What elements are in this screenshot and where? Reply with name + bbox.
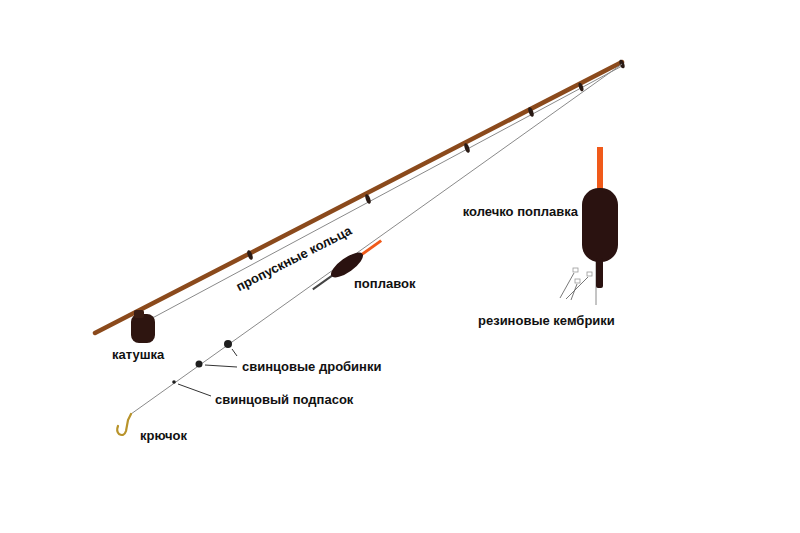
rubber-tube bbox=[575, 279, 580, 283]
guide-ring bbox=[578, 82, 585, 92]
float-body bbox=[582, 188, 618, 262]
guide-ring bbox=[463, 143, 471, 154]
leader-line bbox=[560, 273, 574, 298]
part-label: поплавок bbox=[354, 276, 415, 291]
leader-line bbox=[232, 349, 237, 356]
reel-foot bbox=[134, 310, 144, 318]
guide-rings bbox=[246, 59, 625, 260]
part-label: свинцовые дробинки bbox=[242, 359, 381, 374]
part-label: колечко поплавка bbox=[463, 204, 578, 219]
guide-ring bbox=[527, 107, 535, 118]
fishing-line bbox=[131, 64, 622, 414]
part-label: крючок bbox=[140, 428, 187, 443]
float-antenna bbox=[597, 147, 603, 195]
leader-line bbox=[566, 277, 588, 299]
reel-line bbox=[145, 66, 622, 322]
rod bbox=[95, 62, 622, 333]
rubber-tube bbox=[573, 268, 578, 272]
float-keel bbox=[596, 258, 603, 288]
reel-body bbox=[131, 314, 155, 343]
leader-line bbox=[571, 284, 577, 300]
reel bbox=[131, 310, 155, 343]
rubber-tube bbox=[587, 272, 592, 276]
guide-ring bbox=[246, 250, 254, 261]
lead-shot bbox=[224, 340, 232, 348]
part-label: свинцовый подпасок bbox=[215, 392, 353, 407]
part-label: катушка bbox=[112, 347, 164, 362]
leader-line bbox=[205, 365, 237, 367]
lead-shot bbox=[196, 361, 203, 368]
leader-line bbox=[178, 384, 211, 396]
guide-ring bbox=[364, 194, 372, 205]
hook bbox=[117, 414, 131, 435]
lead-sinker bbox=[172, 380, 176, 384]
part-label: резиновые кембрики bbox=[478, 313, 615, 328]
float-detail bbox=[560, 147, 618, 305]
